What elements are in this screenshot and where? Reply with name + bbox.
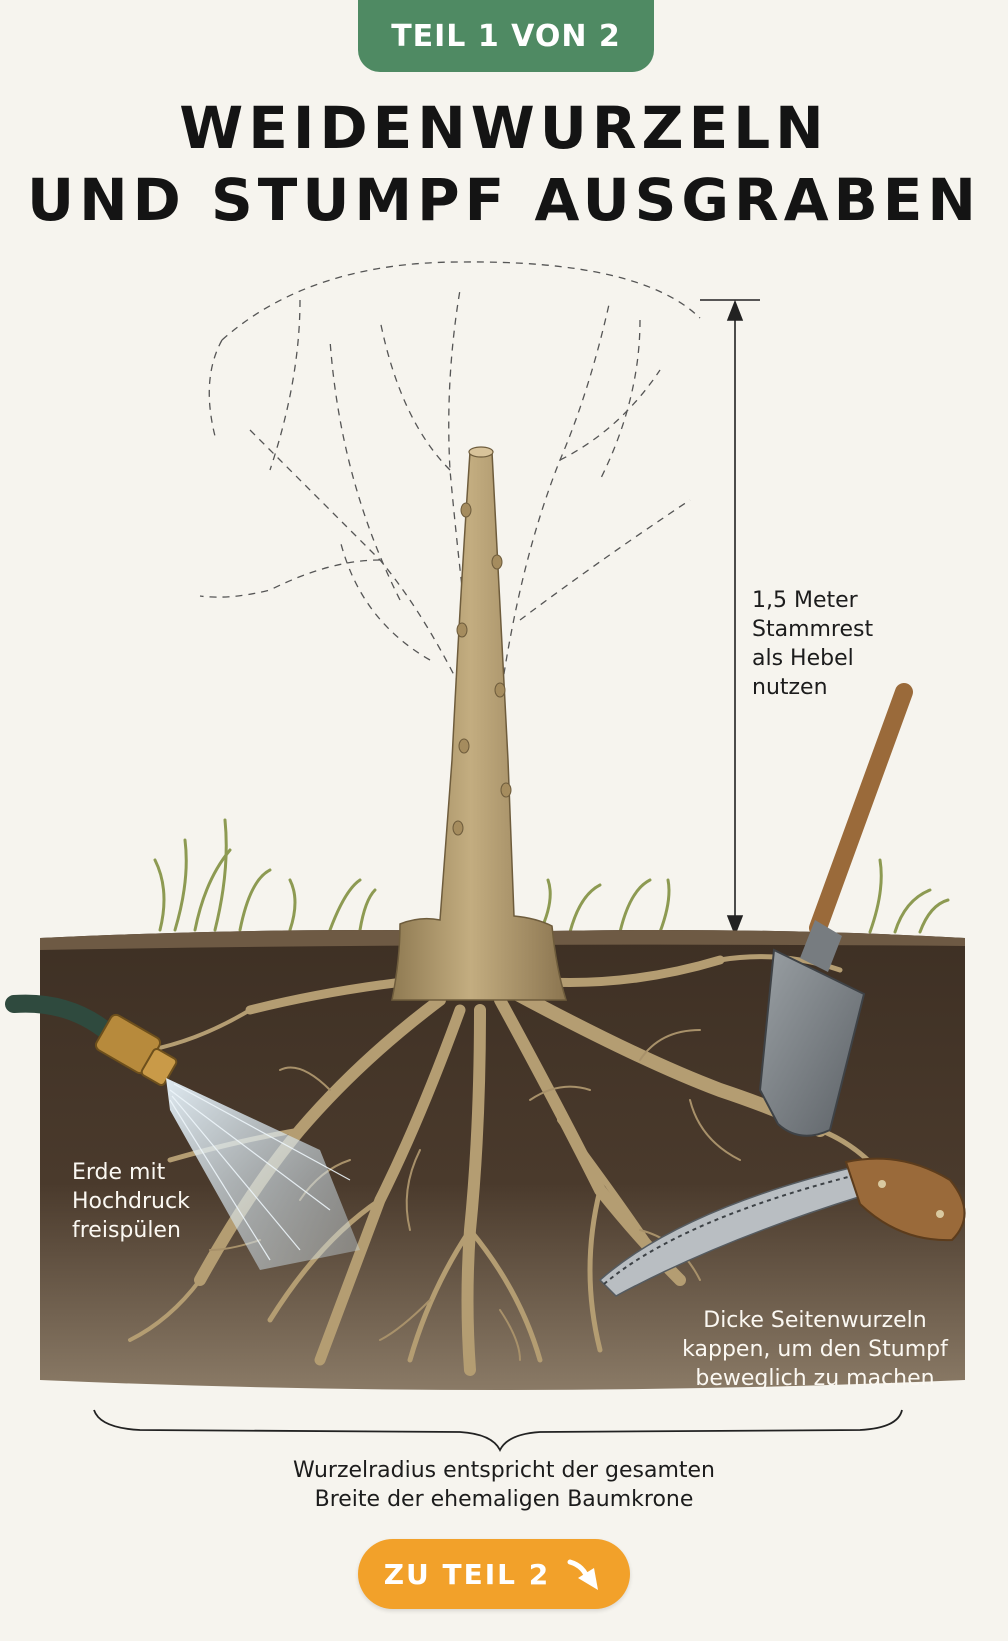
page-title: WEIDENWURZELN UND STUMPF AUSGRABEN [0, 92, 1008, 236]
spade [758, 683, 913, 1137]
next-part-label: ZU TEIL 2 [383, 1557, 551, 1591]
next-part-button[interactable]: ZU TEIL 2 [358, 1539, 630, 1609]
former-crown-outline [199, 261, 701, 721]
title-line-2: UND STUMPF AUSGRABEN [27, 166, 981, 234]
hose-label: Erde mit Hochdruck freispülen [72, 1160, 190, 1243]
part-badge: TEIL 1 VON 2 [358, 0, 654, 72]
title-line-1: WEIDENWURZELN [179, 94, 829, 162]
garden-hose [5, 994, 178, 1087]
arrow-down-right-icon [564, 1554, 604, 1594]
water-spray [166, 1078, 360, 1270]
soil-cross-section [40, 930, 965, 1390]
pruning-saw [598, 1157, 966, 1297]
root-radius-brace [93, 1409, 903, 1453]
trunk-stump [391, 451, 568, 1001]
height-dimension-line [700, 299, 760, 937]
grass-tufts [153, 818, 950, 934]
root-radius-label: Wurzelradius entspricht der gesamten Bre… [292, 1458, 716, 1512]
side-roots-label: Dicke Seitenwurzeln kappen, um den Stump… [682, 1308, 948, 1391]
trunk-height-label: 1,5 Meter Stammrest als Hebel nutzen [752, 588, 874, 700]
